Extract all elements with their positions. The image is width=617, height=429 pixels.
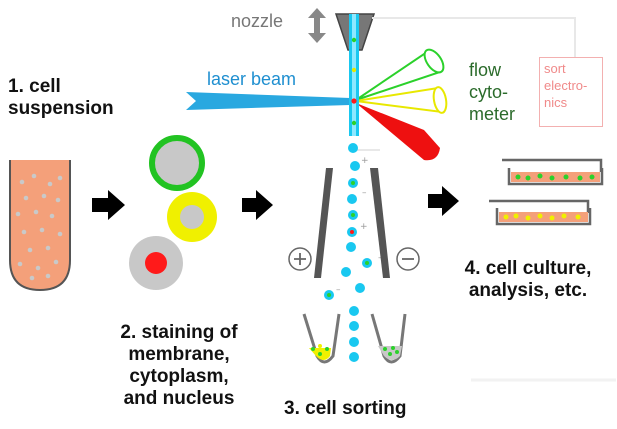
scatter-cone-red: [356, 103, 440, 161]
scatter-cone-yellow: [355, 86, 448, 114]
deflection-plate-positive: [314, 168, 333, 278]
step4-label: 4. cell culture, analysis, etc.: [464, 258, 592, 301]
step2-label: 2. staining of membrane, cytoplasm, and …: [120, 322, 238, 409]
step1-label: 1. cell suspension: [8, 76, 114, 119]
sort-electronics-box: sort electro- nics: [539, 57, 603, 127]
flow-cytometer-label: flow cyto- meter: [469, 60, 516, 124]
up-down-arrow-icon: [308, 8, 326, 43]
droplets: [324, 143, 372, 362]
fluid-stream: [349, 14, 359, 136]
collection-tube-right: [370, 313, 407, 364]
nucleus-stained-cell: [129, 236, 183, 290]
membrane-stained-cell: [149, 135, 205, 191]
svg-text:–: –: [362, 188, 367, 198]
signal-wire: [354, 17, 576, 151]
collection-tube-left: [302, 313, 341, 364]
suspension-tube: [9, 160, 71, 292]
laser-beam-label: laser beam: [207, 69, 297, 89]
charge-marks: + – + – –: [336, 156, 383, 295]
process-arrow: [428, 186, 459, 216]
svg-text:–: –: [378, 253, 383, 263]
cytoplasm-stained-cell: [167, 192, 217, 242]
nozzle-label: nozzle: [231, 11, 284, 31]
process-arrow: [92, 190, 125, 220]
deflection-plate-negative: [370, 168, 390, 278]
scatter-cone-green: [355, 48, 445, 101]
culture-dish-bottom: [489, 199, 592, 226]
step3-label: 3. cell sorting: [284, 398, 407, 419]
minus-electrode-icon: [396, 247, 420, 271]
svg-text:–: –: [336, 285, 341, 295]
svg-text:+: +: [360, 222, 368, 232]
svg-text:+: +: [361, 156, 369, 166]
plus-electrode-icon: [288, 247, 312, 271]
culture-dish-top: [502, 158, 604, 186]
laser-beam: [186, 92, 350, 110]
process-arrow: [242, 190, 273, 220]
